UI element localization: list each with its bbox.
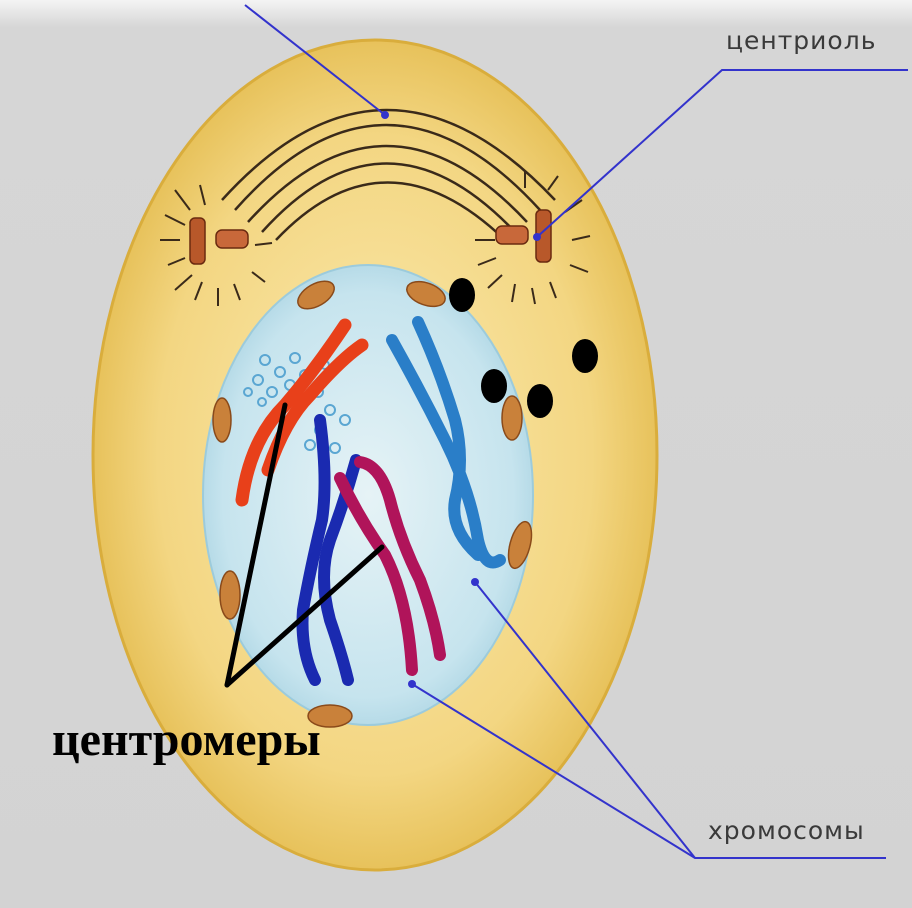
centromeres-label: центромеры xyxy=(52,712,321,767)
chromosomes-label: хромосомы xyxy=(708,816,865,845)
nucleus xyxy=(203,265,533,725)
centriole-label: центриоль xyxy=(726,26,876,55)
